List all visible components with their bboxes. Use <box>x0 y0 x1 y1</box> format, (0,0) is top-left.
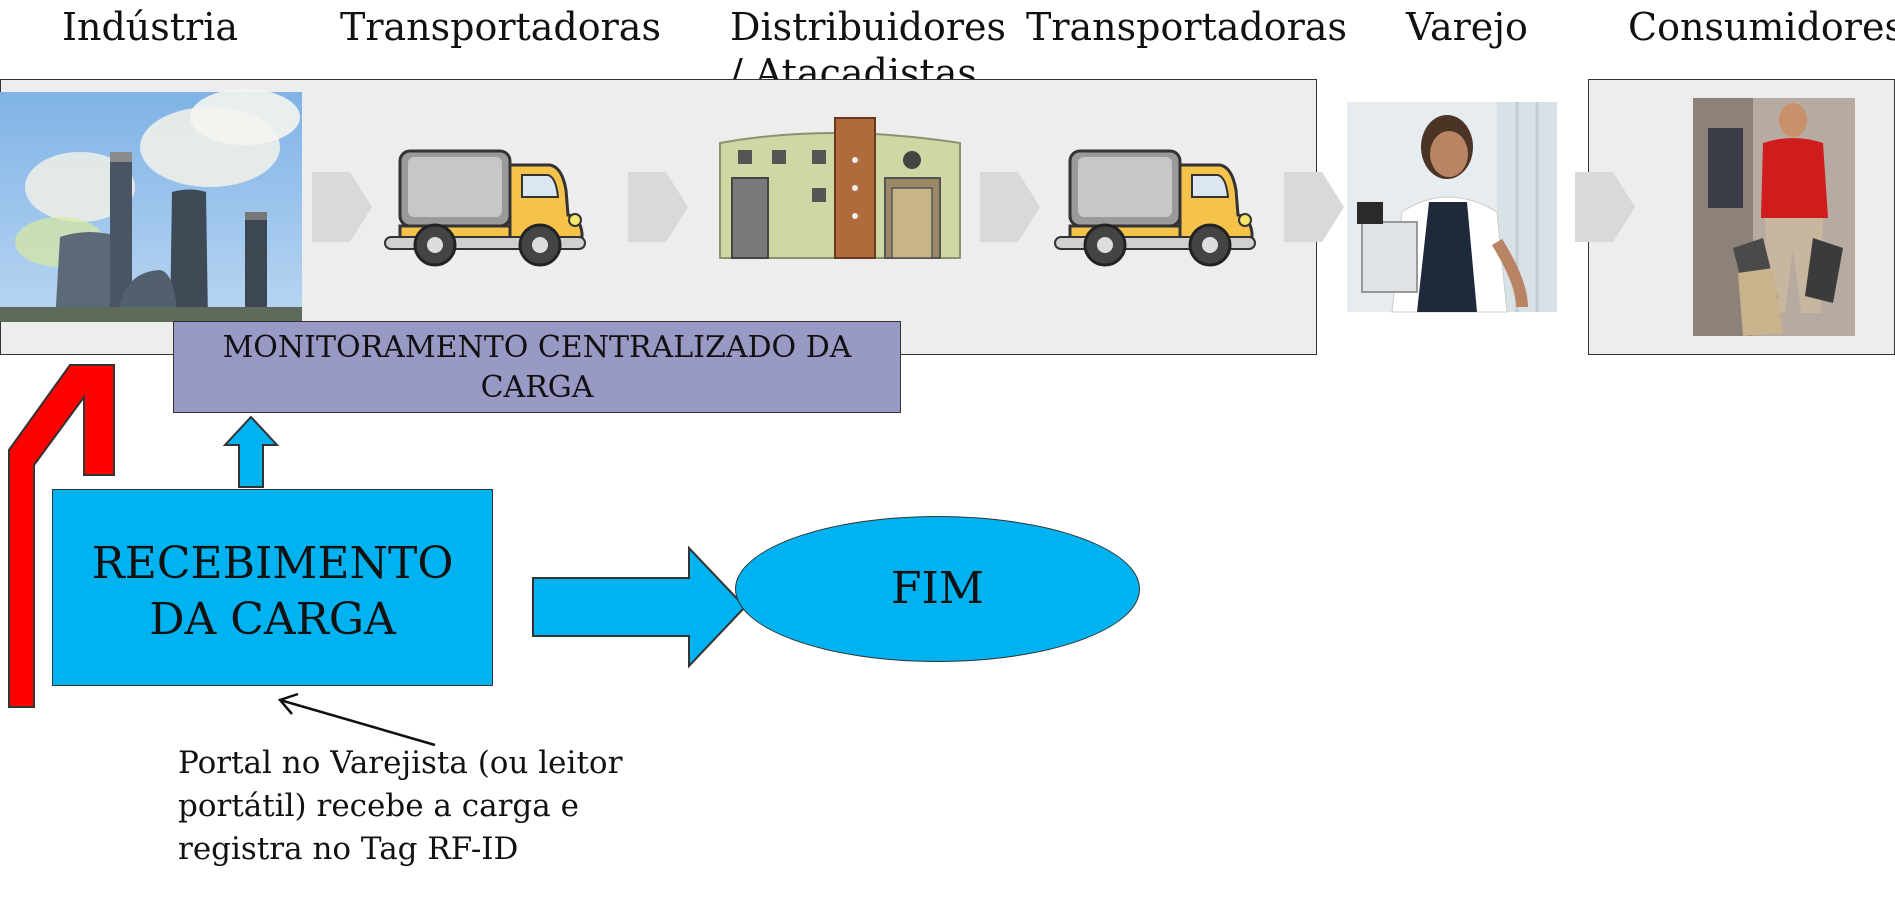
truck-icon <box>384 149 586 267</box>
stage-label-industria: Indústria <box>62 5 239 49</box>
rfid-note: Portal no Varejista (ou leitor portátil)… <box>178 745 623 867</box>
retail-cashier-image <box>1347 102 1557 313</box>
flow-arrow-4 <box>1284 172 1344 242</box>
stage-label-consumidores: Consumidores <box>1628 5 1895 49</box>
up-arrow-to-monitoring <box>222 415 280 488</box>
receive-cargo-box: RECEBIMENTO DA CARGA <box>52 489 493 686</box>
central-monitoring-box: MONITORAMENTO CENTRALIZADO DA CARGA <box>173 321 901 413</box>
flow-arrow-3 <box>980 172 1040 242</box>
stage-label-distribuidores: Distribuidores / Atacadistas <box>730 5 1007 95</box>
truck-icon <box>1054 149 1256 267</box>
note-pointer-arrow <box>277 692 436 747</box>
warehouse-building-icon <box>719 117 961 259</box>
flow-arrow-1 <box>312 172 372 242</box>
flow-arrow-5 <box>1575 172 1635 242</box>
feedback-arrow-to-industry <box>8 364 115 708</box>
factory-smokestacks-image <box>0 89 302 322</box>
end-node: FIM <box>735 516 1140 662</box>
flow-arrow-2 <box>628 172 688 242</box>
right-arrow-to-end <box>532 545 747 669</box>
stage-label-transportadoras-2: Transportadoras <box>1026 5 1347 49</box>
shopper-with-bags-image <box>1693 98 1855 336</box>
stage-label-transportadoras-1: Transportadoras <box>340 5 661 49</box>
stage-label-varejo: Varejo <box>1406 5 1528 49</box>
